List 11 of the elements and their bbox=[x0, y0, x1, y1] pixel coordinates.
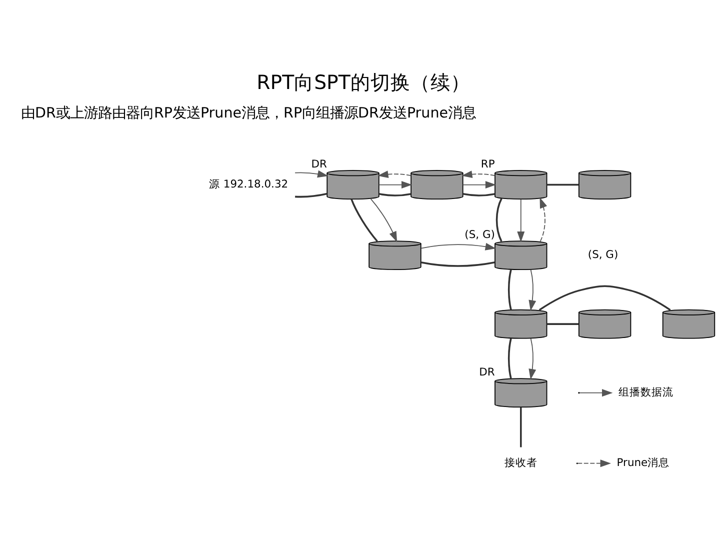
node-text: 接收者 bbox=[504, 456, 538, 470]
node-text: 源 192.18.0.32 bbox=[208, 178, 288, 191]
label: (S, G) bbox=[588, 248, 618, 262]
diagram-title: RPT向SPT的切换（续） bbox=[256, 70, 470, 94]
node-label: DR bbox=[479, 365, 495, 378]
node-label: RP bbox=[480, 157, 495, 170]
label: 由DR或上游路由器向RP发送Prune消息，RP向组播源DR发送Prune消息 bbox=[21, 106, 476, 122]
legend-label: Prune消息 bbox=[616, 456, 670, 470]
node-label: DR bbox=[311, 157, 327, 170]
node-label: (S, G) bbox=[464, 228, 495, 241]
legend-label: 组播数据流 bbox=[618, 386, 674, 399]
